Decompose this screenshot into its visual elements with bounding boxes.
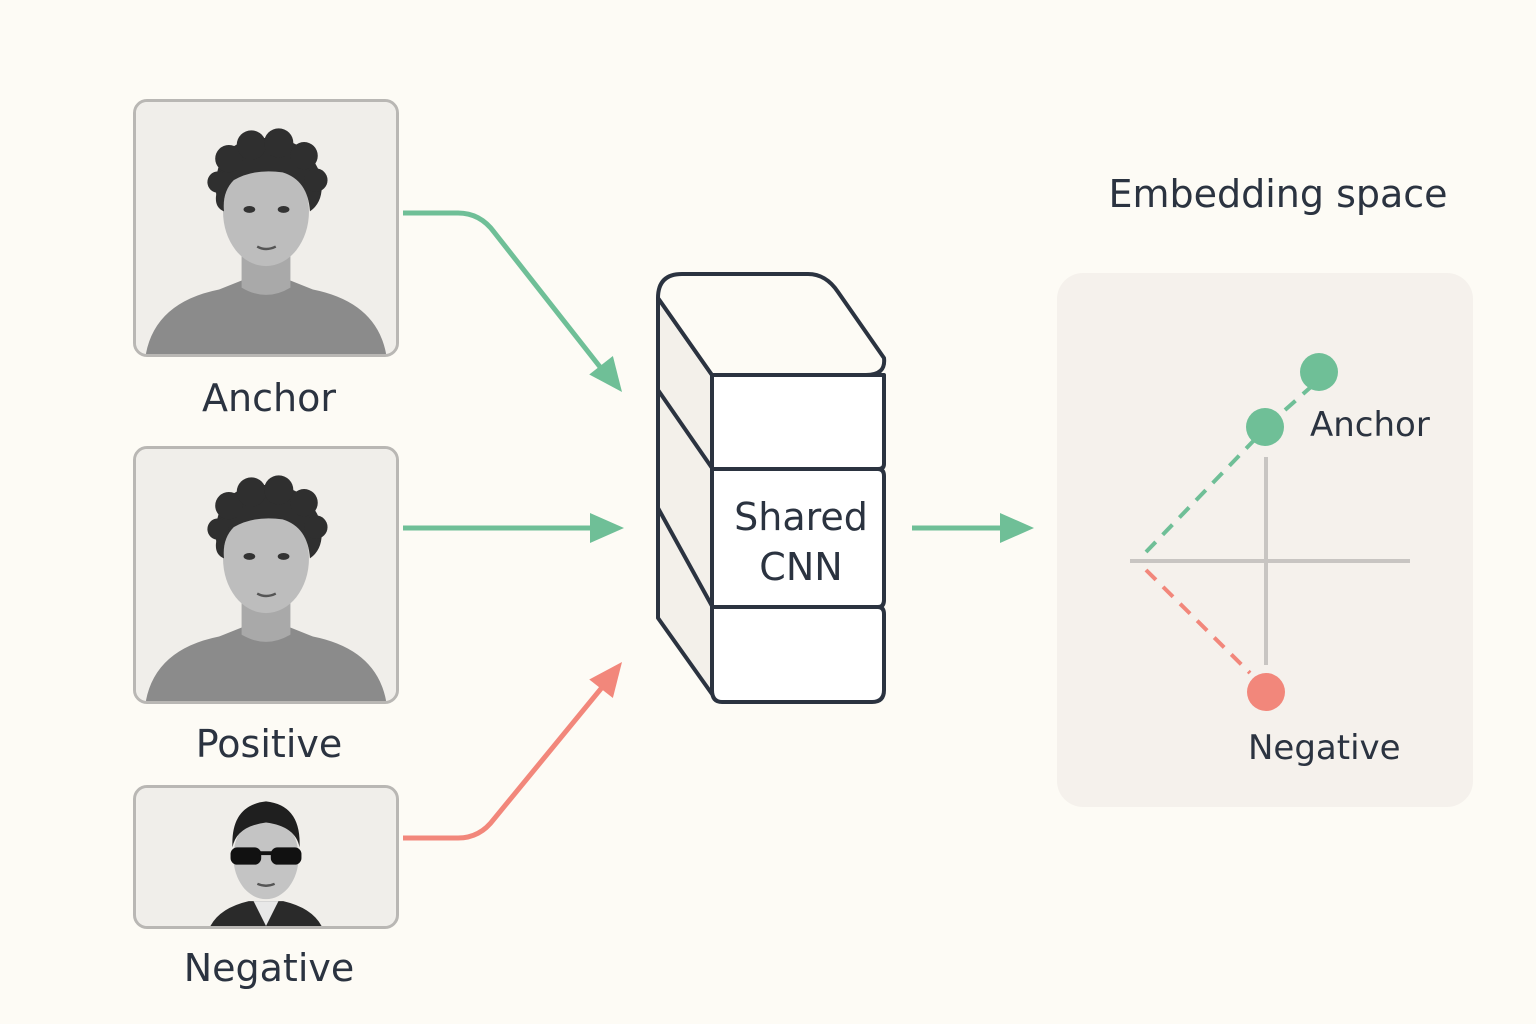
embedding-negative-label: Negative (1248, 728, 1401, 768)
anchor-label: Anchor (202, 376, 336, 420)
negative-arrow-line (403, 683, 606, 841)
embedding-space-title: Embedding space (1108, 172, 1448, 216)
positive-photo-card (133, 446, 399, 704)
cnn-side-divider-1 (656, 388, 714, 470)
cnn-side-face (656, 296, 714, 696)
anchor-photo-card (133, 99, 399, 357)
negative-arrow-head (589, 662, 622, 699)
positive-label: Positive (195, 722, 343, 766)
cnn-layer-1 (710, 373, 886, 471)
person-sunglasses-icon (138, 788, 394, 926)
cnn-layer-3 (710, 605, 886, 704)
output-arrow-head (1000, 513, 1034, 543)
positive-arrow-head (590, 513, 624, 543)
person-photo-icon (136, 102, 396, 354)
negative-label: Negative (183, 946, 355, 990)
cnn-side-divider-2 (656, 507, 714, 607)
negative-photo-card (133, 785, 399, 929)
anchor-arrow-line (403, 210, 606, 374)
embedding-panel (1057, 273, 1473, 807)
shared-cnn-label: Shared CNN (712, 492, 890, 592)
person-photo-icon (136, 449, 396, 701)
anchor-arrow-head (589, 355, 622, 392)
cnn-top-face (656, 272, 887, 377)
cnn-label-line1: Shared (734, 495, 868, 539)
cnn-label-line2: CNN (759, 545, 843, 589)
embedding-anchor-label: Anchor (1310, 405, 1430, 445)
